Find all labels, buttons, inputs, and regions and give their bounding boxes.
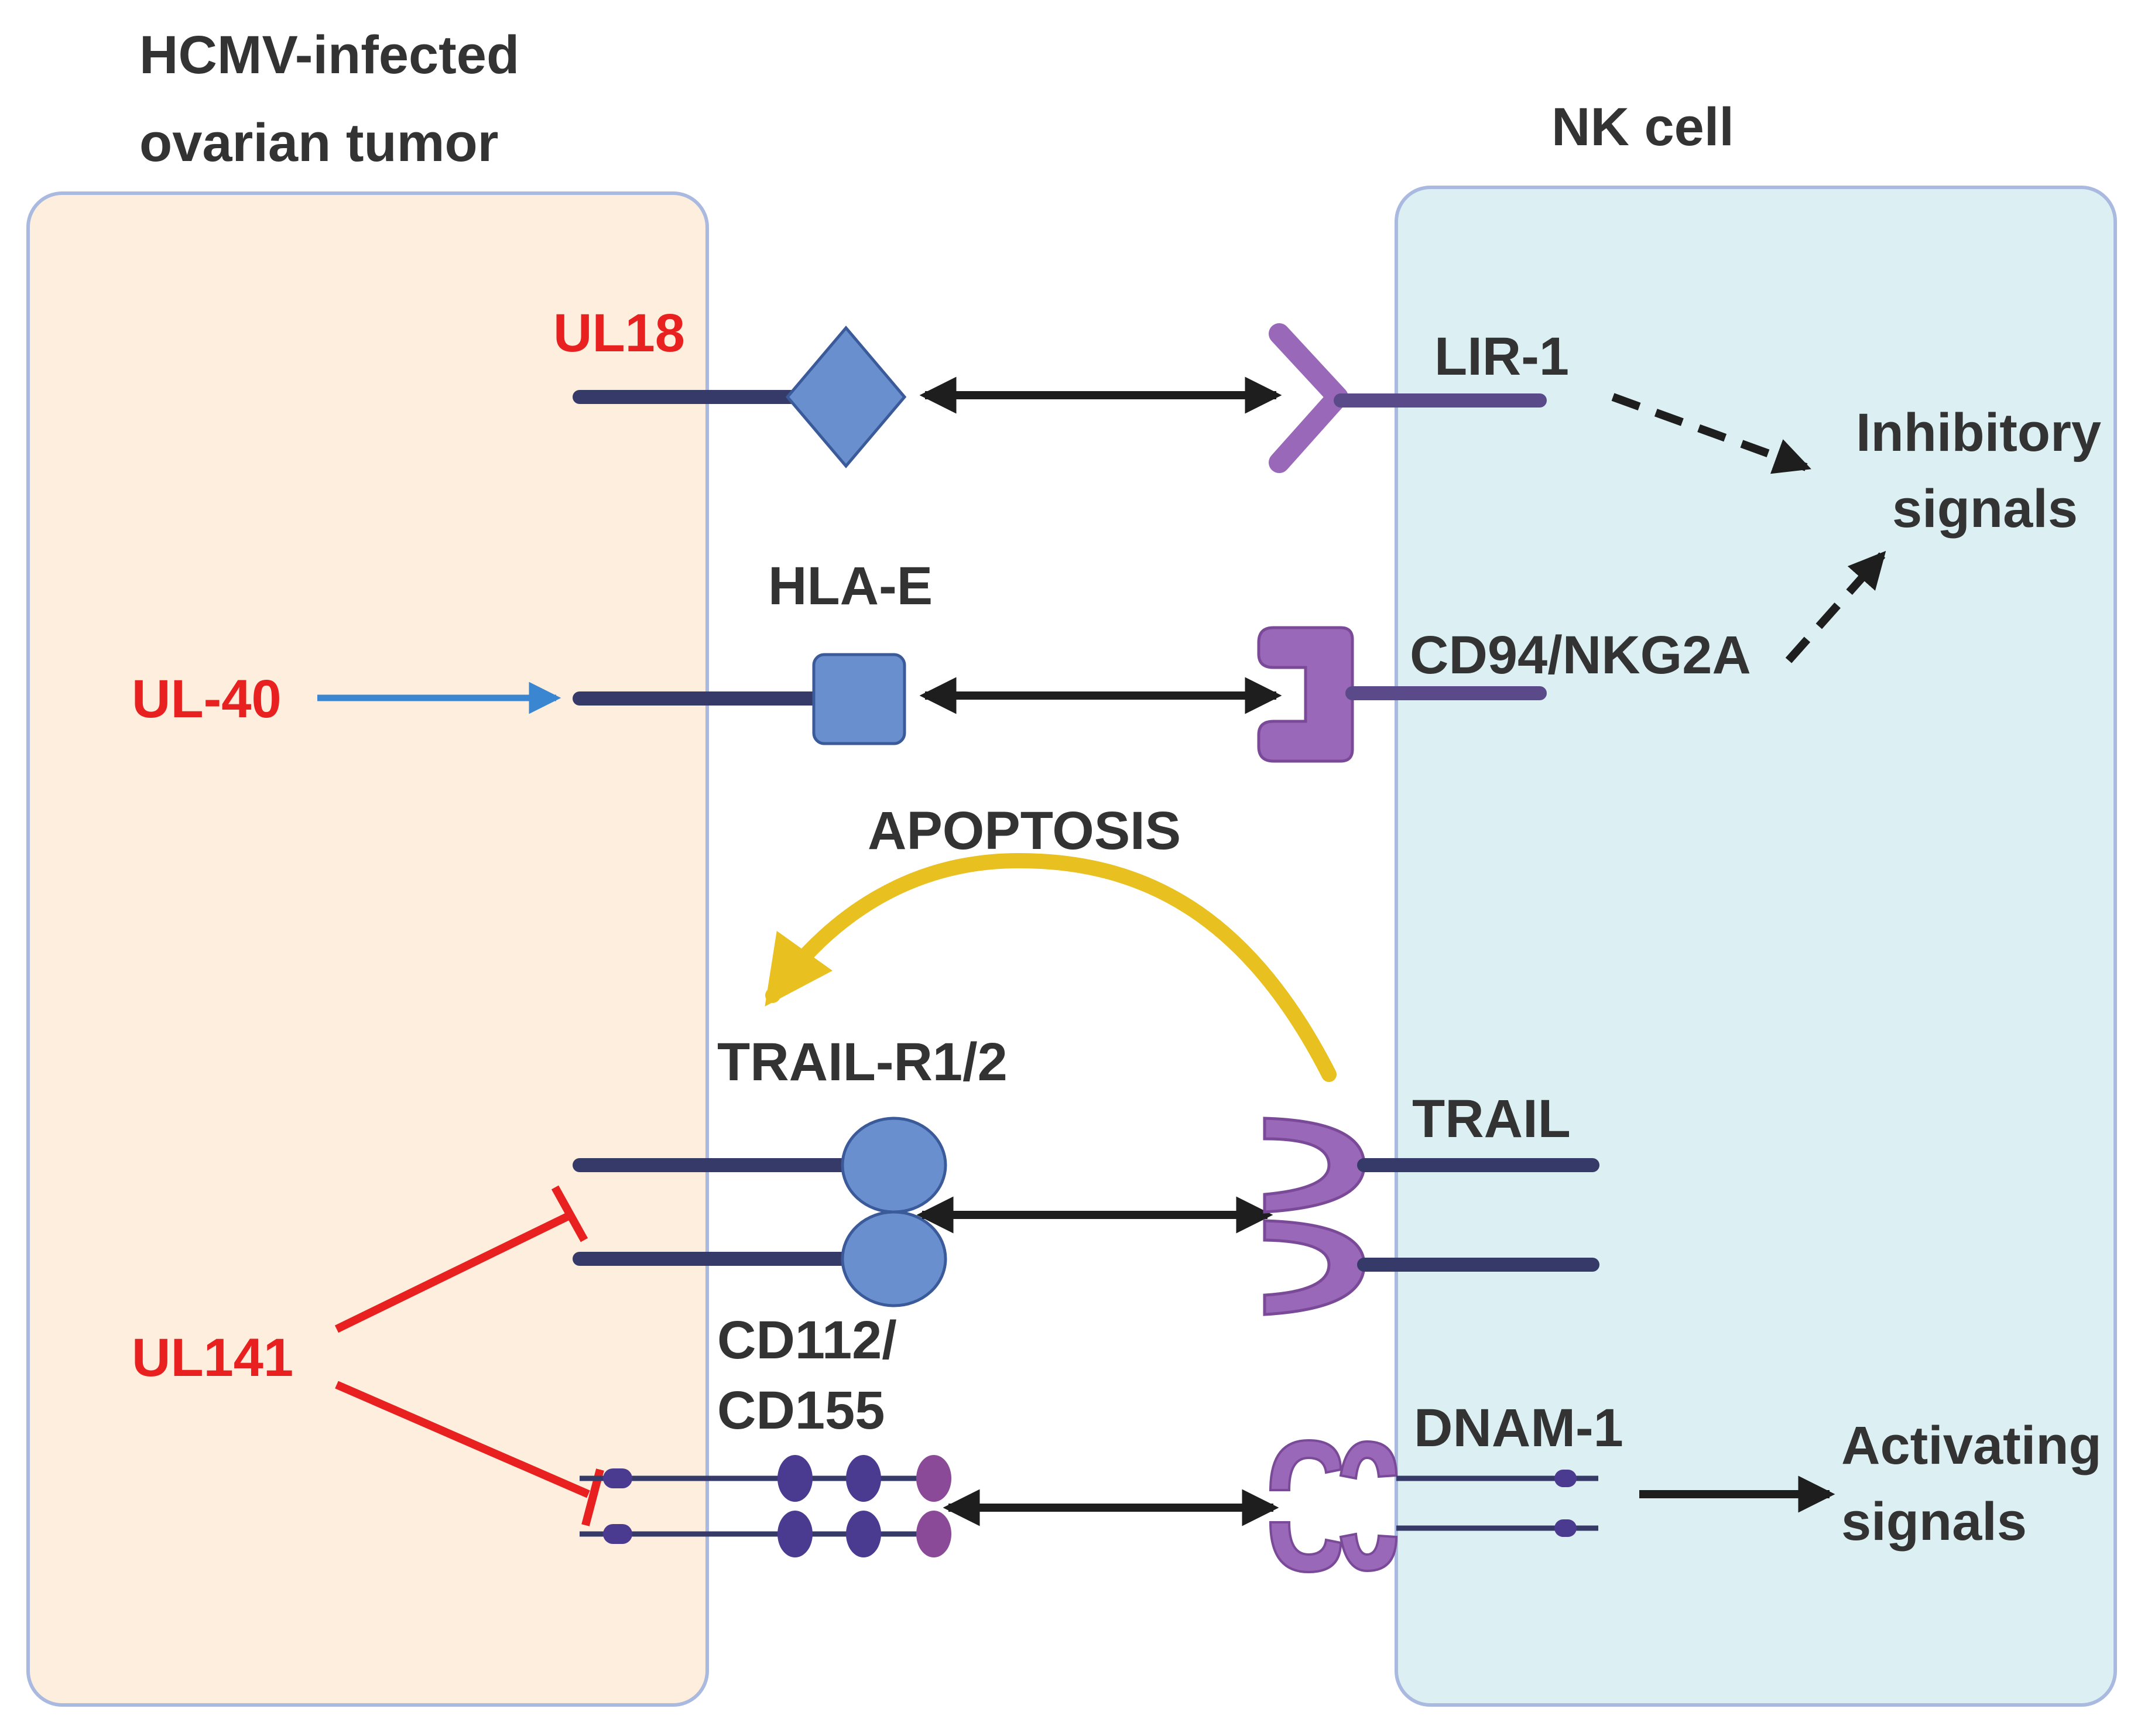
lir1-receptor: [1269, 323, 1348, 473]
hla-e-square: [812, 653, 906, 745]
ul141-inhibit-cd112: [335, 1381, 590, 1498]
tumor-cell-panel: [26, 191, 709, 1707]
cd112-domain-1-lower: [777, 1511, 813, 1557]
dnam1-anchor-lower: [1554, 1519, 1577, 1537]
cd94-nkg2a-label: CD94/NKG2A: [1410, 625, 1751, 685]
trail-r-label: TRAIL-R1/2: [717, 1032, 1008, 1092]
inhibitory-label-line2: signals: [1892, 479, 2078, 539]
tumor-title-line1: HCMV-infected: [139, 25, 519, 85]
trail-receptor-upper: [1263, 1117, 1366, 1214]
ul18-diamond: [785, 326, 907, 468]
trail-r-ball-lower: [841, 1210, 947, 1307]
hla-e-label: HLA-E: [768, 556, 933, 616]
activating-label-line1: Activating: [1841, 1416, 2102, 1475]
lir1-inhibitory-arrow: [1611, 393, 1811, 474]
cd94-inhibitory-arrow: [1785, 550, 1886, 663]
cd112-domain-2-upper: [846, 1455, 881, 1502]
dnam1-label: DNAM-1: [1414, 1398, 1623, 1458]
apoptosis-label: APOPTOSIS: [868, 801, 1181, 861]
ul141-inhibit-trail-r: [334, 1211, 573, 1333]
ul141-label: UL141: [132, 1328, 293, 1388]
cd112-anchor-lower: [603, 1524, 632, 1544]
nk-cell-title: NK cell: [1551, 97, 1734, 157]
tumor-title-line2: ovarian tumor: [139, 113, 498, 173]
cd112-domain-1-upper: [777, 1455, 813, 1502]
ul18-label: UL18: [553, 303, 685, 363]
apoptosis-arrow: [765, 852, 1337, 1082]
dnam1-receptor-lower-right: [1339, 1532, 1398, 1573]
dnam1-anchor-upper: [1554, 1470, 1577, 1487]
cd112-domain-3-lower: [916, 1511, 951, 1557]
cd112-domain-3-upper: [916, 1455, 951, 1502]
cd94-nkg2a-receptor: [1257, 626, 1354, 763]
trail-receptor-lower: [1263, 1219, 1366, 1316]
inhibitory-label-line1: Inhibitory: [1856, 403, 2101, 463]
dnam1-receptor-upper-left: [1269, 1439, 1342, 1491]
cd112-anchor-upper: [603, 1468, 632, 1488]
dnam1-receptor-upper-right: [1339, 1440, 1398, 1480]
cd112-domain-2-lower: [846, 1511, 881, 1557]
nk-cell-panel: [1395, 186, 2117, 1707]
ul40-label: UL-40: [132, 669, 282, 729]
cd112-label-line1: CD112/: [717, 1310, 897, 1370]
ul141-inhibit-trail-r-bar: [551, 1185, 588, 1242]
cd112-label-line2: CD155: [717, 1381, 885, 1440]
activating-label-line2: signals: [1841, 1492, 2027, 1552]
trail-r-ball-upper: [841, 1117, 947, 1214]
lir1-label: LIR-1: [1434, 327, 1569, 386]
dnam1-receptor-lower-left: [1269, 1521, 1342, 1574]
trail-label: TRAIL: [1412, 1089, 1571, 1149]
